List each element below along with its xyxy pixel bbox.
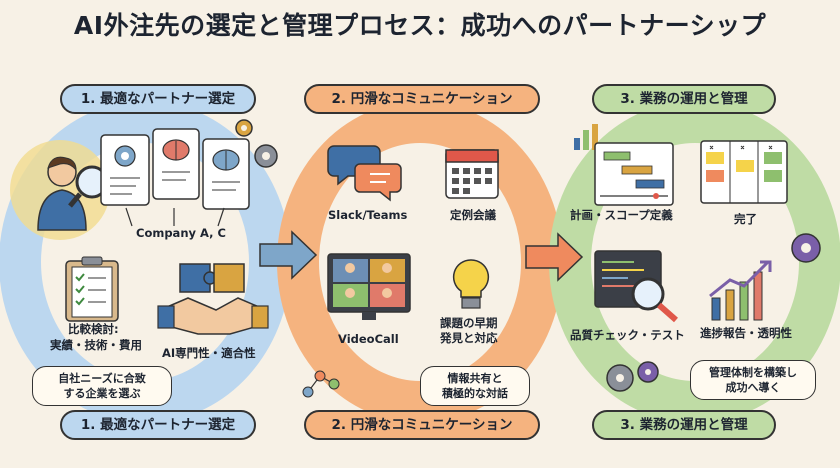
gantt-plan-icon xyxy=(594,142,674,206)
issue-label-line2: 発見と対応 xyxy=(440,331,498,345)
section3-bubble: 管理体制を構築し 成功へ導く xyxy=(690,360,816,400)
gears-icon xyxy=(606,361,659,392)
handshake-icon xyxy=(157,297,269,335)
arrow-right-icon xyxy=(259,230,318,280)
video-call-icon xyxy=(327,253,411,320)
clipboard-checklist-icon xyxy=(65,256,119,322)
ai-fit-label: AI専門性・適合性 xyxy=(162,346,256,360)
section3-bubble-line2: 成功へ導く xyxy=(725,381,781,394)
section1-bubble: 自社ニーズに合致 する企業を選ぶ xyxy=(32,366,172,406)
section2-footer: 2. 円滑なコミュニケーション xyxy=(304,410,540,440)
growth-chart-icon xyxy=(709,260,772,321)
gear-icon xyxy=(791,233,821,263)
calendar-icon xyxy=(445,149,499,199)
section3-header: 3. 業務の運用と管理 xyxy=(592,84,776,114)
company-card-brain-icon xyxy=(202,138,250,210)
section1-bubble-line2: する企業を選ぶ xyxy=(63,387,141,400)
quality-label: 品質チェック・テスト xyxy=(570,328,685,342)
company-card-gear-icon xyxy=(100,134,150,206)
video-label: VideoCall xyxy=(338,332,399,346)
bar-chart-icon xyxy=(574,124,598,150)
compare-label-line2: 実績・技術・費用 xyxy=(50,338,142,352)
lightbulb-icon xyxy=(452,259,490,309)
compare-label-line1: 比較検討: xyxy=(68,322,119,336)
code-magnifier-icon xyxy=(594,250,678,323)
gear-icon xyxy=(235,119,278,168)
puzzle-icon xyxy=(179,263,245,293)
done-label: 完了 xyxy=(734,212,757,226)
chat-label: Slack/Teams xyxy=(328,208,408,222)
section3-bubble-line1: 管理体制を構築し xyxy=(709,366,797,379)
plan-label: 計画・スコープ定義 xyxy=(570,208,673,222)
company-card-brain-icon xyxy=(152,128,200,200)
section2-bubble: 情報共有と 積極的な対話 xyxy=(420,366,530,406)
section1-header: 1. 最適なパートナー選定 xyxy=(60,84,256,114)
section1-footer: 1. 最適なパートナー選定 xyxy=(60,410,256,440)
page-title: AI外注先の選定と管理プロセス：成功へのパートナーシップ xyxy=(73,11,767,40)
arrow-right-icon xyxy=(525,232,584,282)
section1-bubble-line1: 自社ニーズに合致 xyxy=(58,372,146,385)
meeting-label: 定例会議 xyxy=(450,208,496,222)
person-magnifier-icon xyxy=(37,156,109,231)
network-nodes-icon xyxy=(302,370,340,398)
section2-header: 2. 円滑なコミュニケーション xyxy=(304,84,540,114)
pointer-arrows-icon xyxy=(125,207,225,227)
kanban-board-icon xyxy=(700,140,788,204)
issue-label-line1: 課題の早期 xyxy=(440,316,498,330)
chat-bubbles-icon xyxy=(327,145,402,202)
progress-label: 進捗報告・透明性 xyxy=(700,326,792,340)
section2-bubble-line1: 情報共有と xyxy=(447,372,503,385)
section2-bubble-line2: 積極的な対話 xyxy=(442,387,508,400)
companies-label: Company A, C xyxy=(136,226,226,240)
section3-footer: 3. 業務の運用と管理 xyxy=(592,410,776,440)
